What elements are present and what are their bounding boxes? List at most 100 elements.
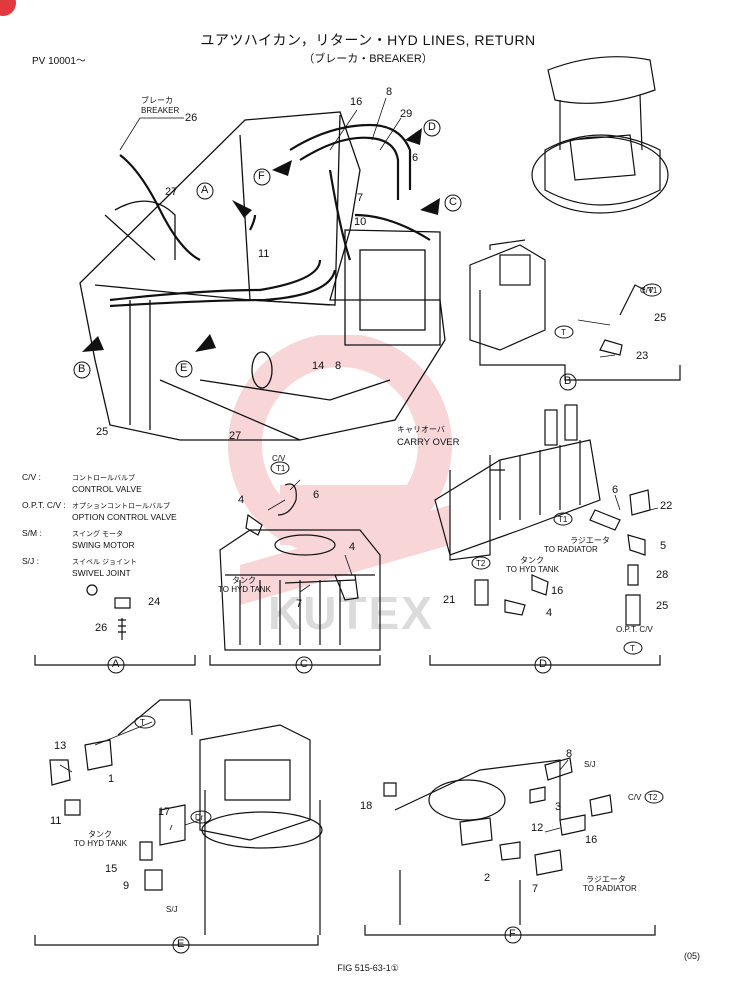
detail-e-part-9: 9 [123,880,130,892]
detail-f-sj: S/J [584,760,596,769]
detail-d-part-5: 5 [660,540,667,552]
detail-c-art [209,483,381,666]
callout-10: 10 [354,216,367,228]
detail-e-part-17: 17 [158,806,171,818]
view-label-a: A [201,184,209,196]
machine-frame [79,111,446,441]
page-code: (05) [684,951,701,961]
detail-d-part-16: 16 [551,585,564,597]
figure-id: FIG 515-63-1① [337,963,399,973]
detail-d-part-28: 28 [656,569,669,581]
detail-f-radiator-en: TO RADIATOR [583,884,637,893]
callout-7: 7 [357,192,364,204]
detail-f-part-7: 7 [532,883,539,895]
detail-d-art [429,404,661,666]
detail-c-part-7: 7 [296,598,303,610]
callout-27-bottom: 27 [229,430,242,442]
detail-c-part-4-right: 4 [349,541,356,553]
legend-row-cv: C/V :コントロールバルブ CONTROL VALVE [22,472,142,494]
detail-f-part-12: 12 [531,822,544,834]
detail-f-part-16: 16 [585,834,598,846]
detail-d-opt-cv: O.P.T. C/V [616,625,653,634]
detail-a-label: A [112,658,120,670]
detail-d-tag-t1: T1 [558,515,568,524]
callout-11: 11 [258,248,270,260]
page-title: ユアツハイカン，リターン・HYD LINES, RETURN [200,32,536,48]
detail-c-cv-tag: T1 [276,464,286,473]
detail-d-label: D [539,658,547,670]
detail-f-cv-label: C/V [628,793,642,802]
detail-c-cv-label: C/V [272,454,286,463]
detail-e-tag-dr: Dr [195,813,204,822]
legend-row-sm: S/M :スイング モータ SWING MOTOR [22,528,135,550]
detail-e-tank-en: TO HYD TANK [74,839,127,848]
view-label-b: B [78,363,86,375]
cab-inset [531,56,669,214]
detail-c-part-4-left: 4 [238,494,245,506]
view-label-c: C [449,196,457,208]
callout-25: 25 [96,426,109,438]
callout-27-top: 27 [165,186,178,198]
detail-f-art [364,757,656,936]
page-subtitle: （ブレーカ・BREAKER） [303,53,433,65]
callout-14: 14 [312,360,325,372]
serial-range: PV 10001～ [32,56,86,67]
callout-8-lower: 8 [335,360,342,372]
circled-labels [73,119,664,954]
detail-c-tank-en: TO HYD TANK [218,585,271,594]
detail-d-tank-jp: タンク [520,556,544,565]
detail-d-part-22: 22 [660,500,673,512]
detail-e-tag-t: T [140,718,145,727]
detail-f-part-18: 18 [360,800,373,812]
detail-f-part-2: 2 [484,872,491,884]
callout-26: 26 [185,112,198,124]
view-label-f: F [258,170,265,182]
carry-over-en: CARRY OVER [397,437,460,448]
detail-b-cv-tag: T1 [648,286,658,295]
detail-b-tag-t: T [561,328,566,337]
detail-e-label: E [177,938,185,950]
detail-d-tag-t: T [630,644,635,653]
carry-over-jp: キャリオーバ [397,425,445,434]
detail-e-part-11: 11 [50,815,62,827]
detail-e-art [34,699,323,946]
legend: C/V :コントロールバルブ CONTROL VALVE O.P.T. C/V … [22,472,177,578]
breaker-en-label: BREAKER [141,106,180,115]
leader-lines [59,97,659,833]
detail-e-sj: S/J [166,905,178,914]
callout-29: 29 [400,108,413,120]
hose-lines [109,123,431,308]
callout-6: 6 [412,152,419,164]
detail-f-label: F [509,928,516,940]
corner-marker [0,0,16,16]
detail-e-tank-jp: タンク [88,830,112,839]
detail-f-part-3: 3 [555,801,562,813]
view-arrows [82,128,440,352]
legend-row-sj: S/J :スイベル ジョイント SWIVEL JOINT [22,556,137,578]
detail-d-part-4: 4 [546,607,553,619]
view-label-e: E [180,362,188,374]
breaker-jp-label: ブレーカ [141,96,173,105]
detail-e-part-15: 15 [105,863,118,875]
detail-c-tank-jp: タンク [232,576,256,585]
detail-b-cv-label: C/V [640,286,654,295]
detail-d-part-21: 21 [443,594,456,606]
detail-b-part-25: 25 [654,312,667,324]
detail-d-radiator-jp: ラジエータ [570,536,610,545]
detail-e-part-1: 1 [108,773,115,785]
detail-f-cv-tag: T2 [648,793,658,802]
detail-e-part-13: 13 [54,740,67,752]
detail-b-part-23: 23 [636,350,649,362]
detail-d-tank-en: TO HYD TANK [506,565,559,574]
detail-a-part-26: 26 [95,622,108,634]
detail-f-part-8: 8 [566,748,573,760]
detail-d-part-25: 25 [656,600,669,612]
detail-b-art [469,239,681,381]
detail-f-radiator-jp: ラジエータ [586,875,626,884]
detail-d-radiator-en: TO RADIATOR [544,545,598,554]
detail-c-part-6: 6 [313,489,320,501]
detail-b-label: B [564,375,572,387]
callout-16: 16 [350,96,363,108]
watermark-text: KUTEX [268,587,434,639]
